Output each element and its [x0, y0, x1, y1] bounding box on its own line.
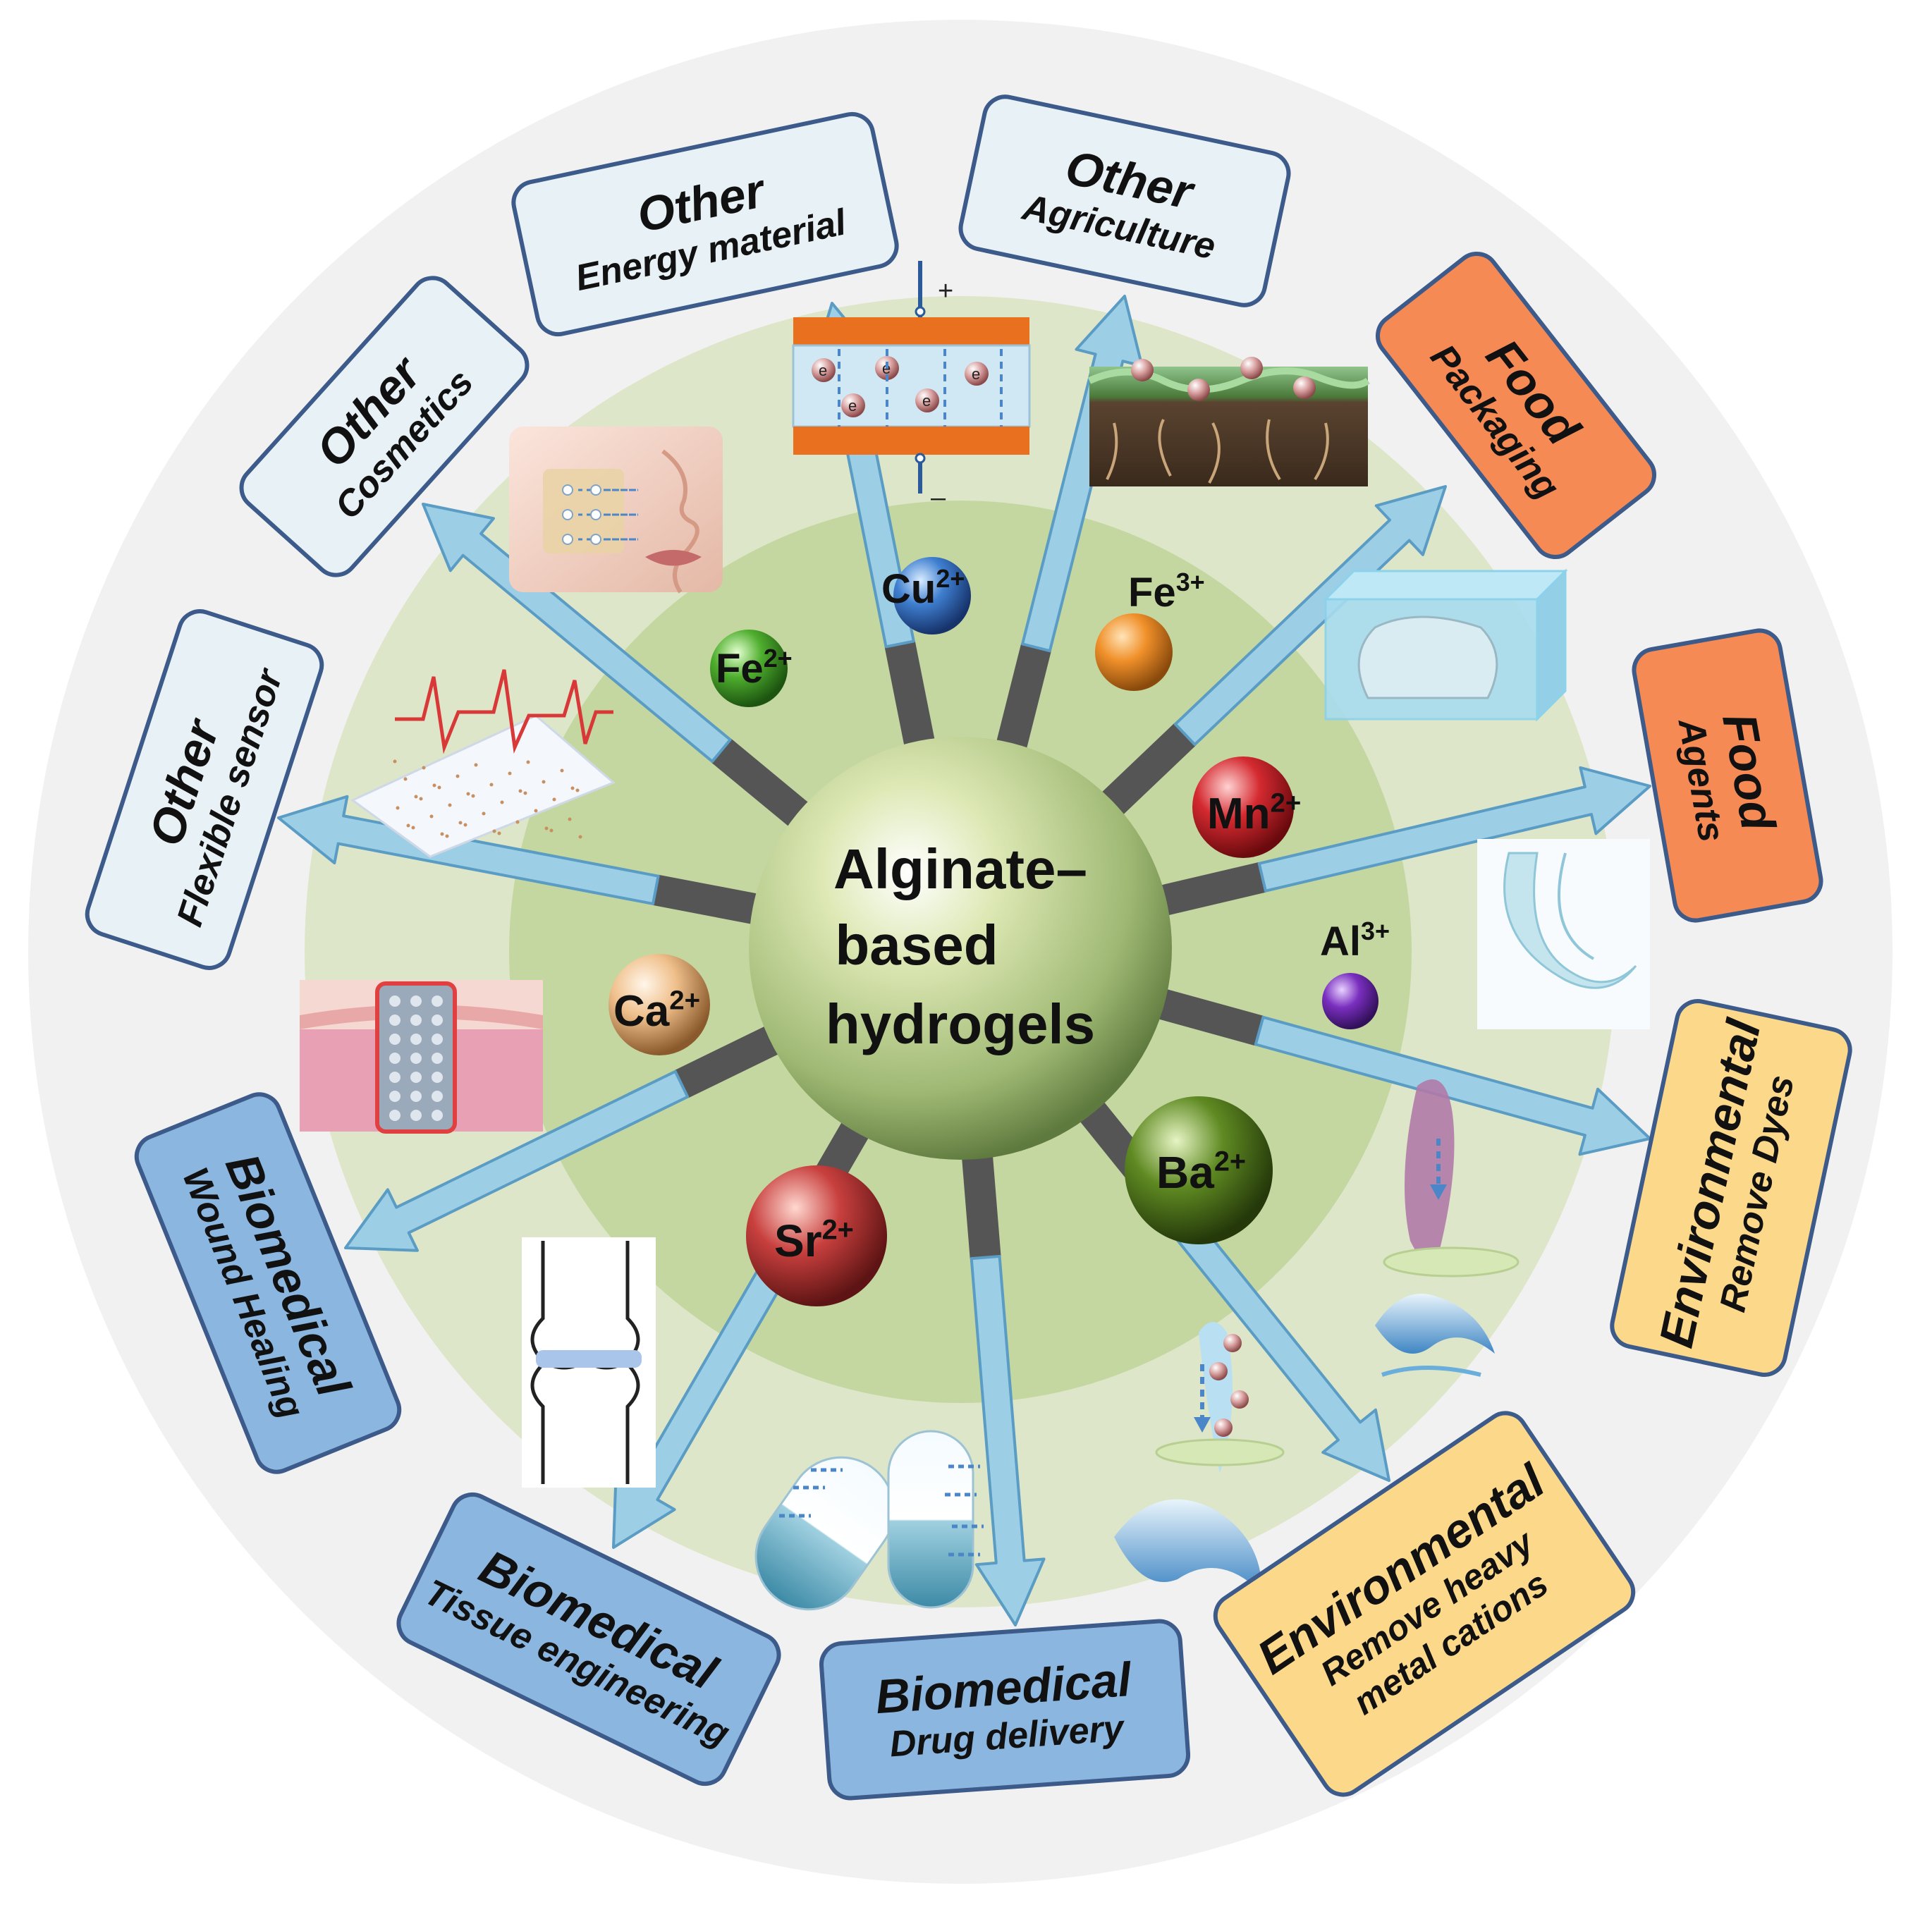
ion-sr-sphere: [746, 1165, 887, 1306]
application-agriculture-box: [958, 94, 1291, 307]
ion-fe3-sphere: [1095, 613, 1173, 691]
center-label-line-2: based: [835, 914, 998, 976]
electron-icon: [841, 393, 865, 417]
center-label-line-3: hydrogels: [826, 993, 1095, 1055]
center-node: Alginate– based hydrogels: [749, 737, 1172, 1160]
application-metals-box: [1213, 1411, 1636, 1797]
ion-fe2-label: Fe2+: [716, 644, 793, 692]
metals-illustration: [1114, 1139, 1447, 1593]
ion-sr: Sr2+: [746, 1165, 887, 1306]
ions-layer: Cu2+ Fe3+ Fe2+ Mn2+ Al3+ Ca2+ Ba2+ Sr2+: [609, 557, 1390, 1306]
center-sphere: [749, 737, 1172, 1160]
application-sensor-box: [85, 609, 324, 970]
packaging-illustration: [1323, 568, 1568, 722]
battery-illustration: + – eeeee: [792, 261, 1031, 513]
electron-label: e: [848, 397, 857, 415]
application-agents-box: [1632, 628, 1823, 923]
joint-illustration: [522, 1237, 656, 1488]
ion-ca-label: Ca2+: [613, 985, 700, 1036]
arrow-dyes: [1153, 987, 1652, 1156]
face-illustration: [509, 427, 723, 594]
ion-al: Al3+: [1320, 917, 1390, 1029]
dyes-illustration: [1375, 1079, 1520, 1377]
electron-label: e: [972, 365, 980, 383]
arrow-drug: [961, 1151, 1046, 1627]
ion-ba-label: Ba2+: [1156, 1146, 1246, 1198]
application-tissue-box: [396, 1492, 781, 1787]
agents-illustration: [1477, 839, 1650, 1029]
ion-fe3-label: Fe3+: [1128, 568, 1205, 615]
ion-ca-sphere: [609, 954, 710, 1055]
electron-label: e: [922, 392, 931, 410]
ion-fe2: Fe2+: [710, 630, 793, 707]
arrow-packaging: [1097, 485, 1447, 819]
application-energy-box: [511, 111, 899, 337]
electron-icon: [965, 362, 989, 386]
ion-sr-label: Sr2+: [774, 1215, 854, 1266]
application-packaging-box: [1376, 252, 1656, 559]
application-drug-box: [819, 1619, 1191, 1801]
ion-cu: Cu2+: [881, 557, 971, 635]
capsule-illustration: [754, 1430, 984, 1611]
battery-minus-sign: –: [931, 483, 946, 513]
ion-mn-sphere: [1192, 756, 1294, 858]
ion-al-sphere: [1322, 973, 1378, 1029]
arrows-layer: [277, 295, 1652, 1627]
ion-ca: Ca2+: [609, 954, 710, 1055]
battery-plus-sign: +: [938, 276, 953, 306]
wound-illustration: [300, 980, 543, 1134]
arrow-agents: [1156, 766, 1651, 917]
ion-mn-label: Mn2+: [1207, 788, 1301, 838]
soil-illustration: [1087, 357, 1370, 486]
application-cosmetics-box: [239, 276, 530, 577]
electron-icon: [915, 388, 939, 412]
illustrations-layer: + – eeeee: [300, 261, 1650, 1611]
ion-fe2-sphere: [710, 630, 788, 707]
ion-cu-sphere: [893, 557, 971, 635]
ion-ba-sphere: [1125, 1096, 1273, 1244]
ion-cu-label: Cu2+: [881, 564, 965, 612]
application-dyes-box: [1610, 999, 1852, 1377]
ion-fe3: Fe3+: [1095, 568, 1205, 691]
center-label-line-1: Alginate–: [833, 838, 1087, 900]
ion-ba: Ba2+: [1125, 1096, 1273, 1244]
application-wound-box: [134, 1092, 402, 1474]
arrow-wound: [344, 1024, 783, 1252]
ion-al-label: Al3+: [1320, 917, 1390, 964]
arrow-cosmetics: [422, 503, 813, 831]
arrow-sensor: [277, 795, 763, 926]
electron-icon: [812, 358, 836, 382]
sensor-illustration: [350, 669, 616, 858]
ion-mn: Mn2+: [1192, 756, 1301, 858]
electron-label: e: [819, 362, 827, 379]
